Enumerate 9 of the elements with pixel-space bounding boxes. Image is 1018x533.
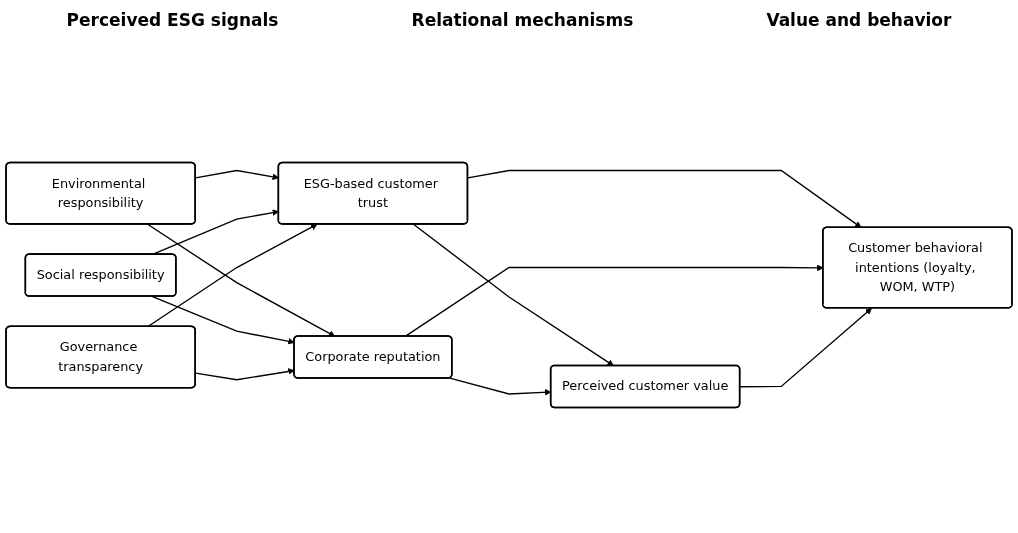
arrow — [151, 295, 295, 345]
arrow — [412, 223, 614, 367]
column-heading: Perceived ESG signals — [66, 10, 279, 30]
arrow — [467, 169, 862, 228]
arrow — [146, 223, 336, 337]
arrow — [146, 223, 318, 328]
arrow — [739, 307, 872, 388]
column-heading: Relational mechanisms — [411, 10, 634, 30]
column-heading: Value and behavior — [766, 10, 952, 30]
